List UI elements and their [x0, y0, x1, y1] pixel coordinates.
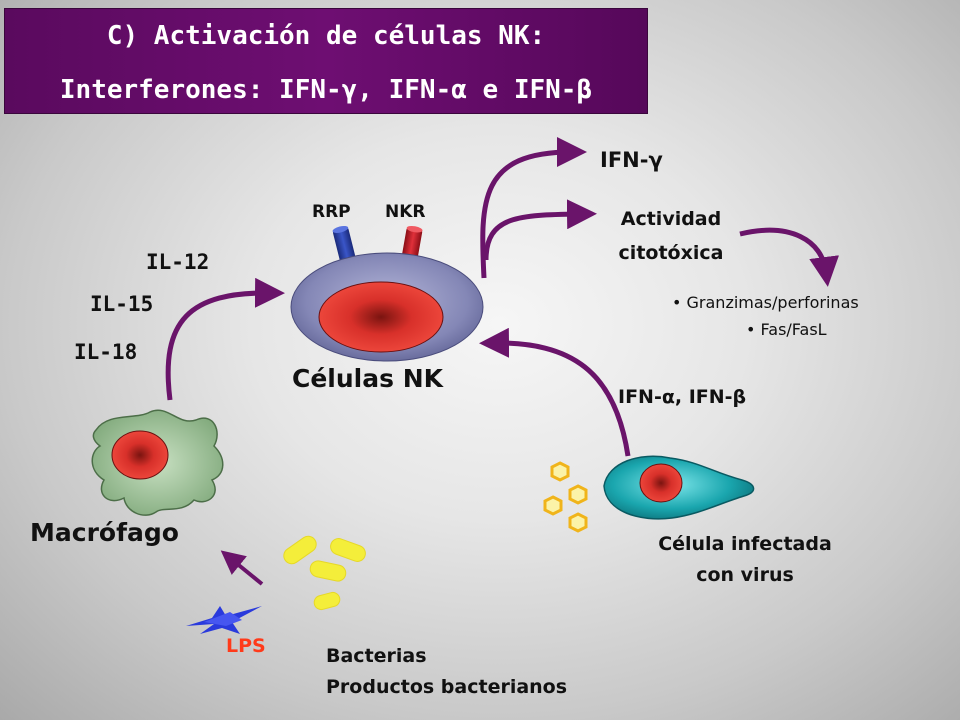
cytotoxic-label-2: citotóxica: [618, 242, 724, 264]
virus-particle-icon: [543, 495, 563, 516]
ifn-gamma-label: IFN-γ: [600, 148, 663, 172]
nk-to-ifn-gamma-arrow: [480, 137, 587, 279]
nk-to-cytotoxic-arrow: [483, 199, 597, 261]
lps-to-macrophage-arrow: [220, 550, 264, 586]
il12-label: IL-12: [146, 250, 210, 274]
infected-to-nk-arrow: [479, 327, 631, 457]
title-line-2: Interferones: IFN-γ, IFN-α e IFN-β: [59, 75, 593, 105]
macrophage-label: Macrófago: [30, 518, 179, 547]
nkr-label: NKR: [385, 202, 426, 222]
il18-label: IL-18: [74, 340, 138, 364]
bacterium-icon: [330, 538, 366, 562]
infected-cell-label-2: con virus: [696, 564, 794, 586]
mechanism-fas: • Fas/FasL: [746, 320, 827, 339]
cytotoxic-label-1: Actividad: [620, 208, 722, 230]
lps-label: LPS: [226, 635, 266, 657]
bacterium-icon: [309, 560, 347, 582]
infected-cell-nucleus: [639, 463, 683, 503]
cytotoxic-to-mechanisms-arrow: [739, 227, 840, 287]
macrophage-nucleus: [111, 430, 169, 480]
title-line-1: C) Activación de células NK:: [106, 21, 546, 51]
virus-particle-icon: [550, 461, 570, 482]
title-box: C) Activación de células NK: Interferone…: [4, 8, 648, 114]
virus-particle-icon: [568, 484, 588, 505]
mechanism-granzymes: • Granzimas/perforinas: [672, 293, 859, 312]
nk-cell-nucleus: [318, 281, 444, 353]
rrp-label: RRP: [312, 202, 351, 222]
bacteria-label-2: Productos bacterianos: [326, 676, 568, 698]
infected-cell-label-1: Célula infectada: [658, 533, 832, 555]
nk-cells-label: Células NK: [292, 364, 443, 393]
macrophage-to-nk-arrow: [165, 277, 285, 401]
lps-molecule-icon: [186, 606, 262, 634]
il15-label: IL-15: [90, 292, 154, 316]
bacteria-label-1: Bacterias: [326, 645, 427, 667]
bacterium-icon: [313, 591, 341, 611]
rrp-receptor-icon: [332, 225, 356, 263]
bacterium-icon: [283, 535, 317, 565]
virus-particle-icon: [568, 512, 588, 533]
ifn-alpha-beta-label: IFN-α, IFN-β: [618, 386, 747, 408]
